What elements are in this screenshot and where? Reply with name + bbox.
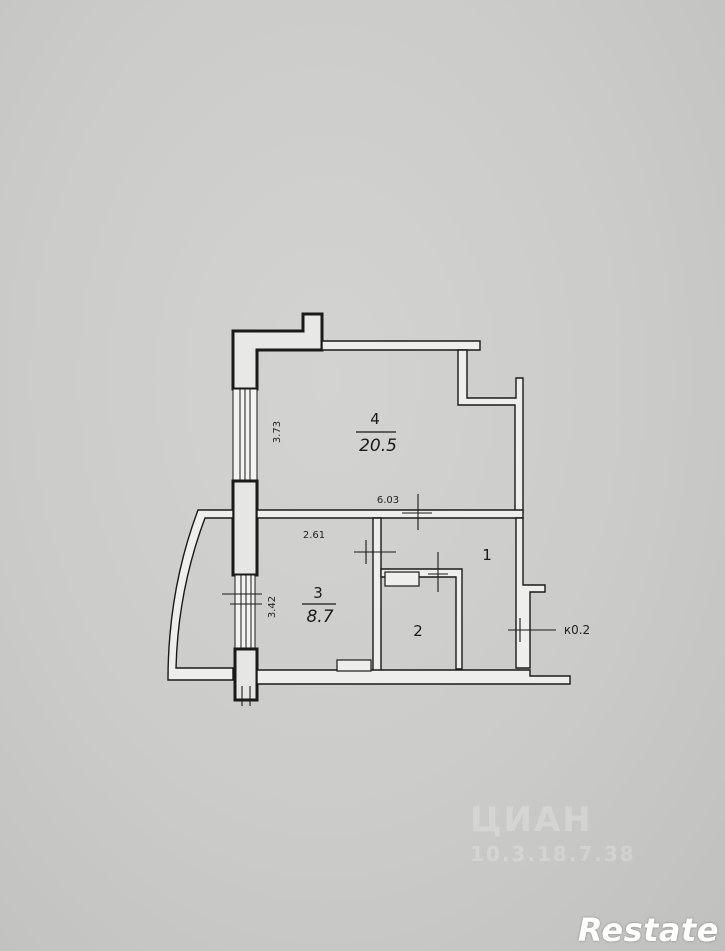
block-room-3	[336, 659, 372, 672]
dim-room4-width: 6.03	[377, 495, 399, 506]
watermark-cian: ЦИАН	[470, 800, 593, 840]
balcony	[167, 509, 234, 681]
wall-top-left-bold	[231, 312, 324, 391]
wall-room2-top	[380, 568, 463, 670]
wall-right-upper	[457, 349, 524, 514]
wall-right-lower	[515, 517, 546, 669]
wall-left-bottom-bold	[233, 647, 259, 702]
dim-room3-width: 2.61	[303, 530, 325, 541]
watermark-id: 10.3.18.7.38	[470, 842, 636, 866]
wall-middle-horizontal	[256, 509, 524, 519]
room-4-area: 20.5	[359, 436, 397, 456]
room-1-number: 1	[482, 546, 492, 564]
window-room-4	[232, 388, 258, 482]
room-4-number: 4	[370, 410, 380, 428]
wall-top	[321, 340, 481, 351]
niche-room-2	[384, 571, 420, 587]
dim-room3-height: 3.42	[267, 596, 278, 618]
wall-room3-partition	[372, 517, 382, 672]
door-marks	[222, 494, 556, 706]
wall-left-middle-bold	[231, 479, 259, 577]
wall-bottom	[256, 669, 571, 685]
room-3-area: 8.7	[306, 607, 333, 627]
dim-room4-height: 3.73	[272, 421, 283, 443]
room-2-number: 2	[413, 622, 423, 640]
brand-logo-restate: Restate	[577, 911, 719, 949]
dim-right-mark: к0.2	[564, 623, 590, 637]
room-3-number: 3	[313, 584, 323, 602]
window-room-3	[234, 574, 256, 650]
